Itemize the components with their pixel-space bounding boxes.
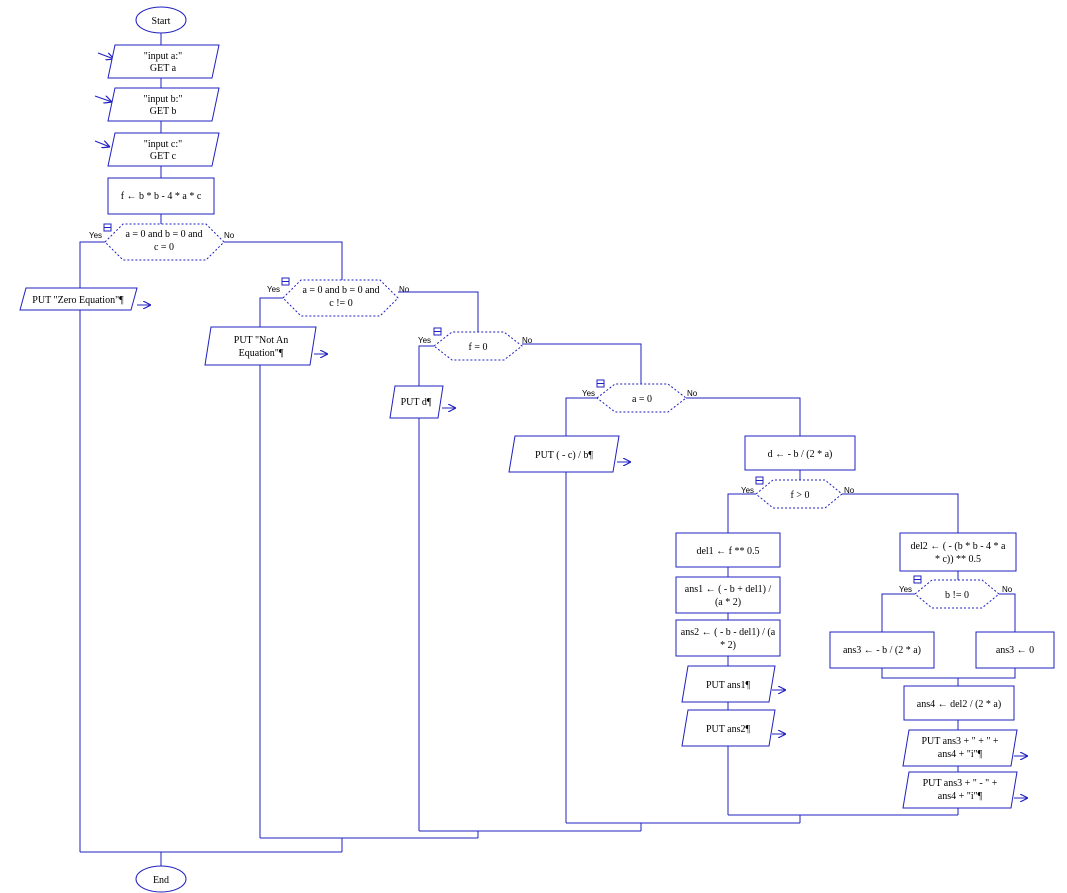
decision-1-no: No bbox=[224, 231, 235, 240]
decision-2-yes: Yes bbox=[267, 285, 280, 294]
input-c-get: GET c bbox=[150, 151, 177, 162]
end-label: End bbox=[153, 875, 169, 886]
output-ans2-text: PUT ans2¶ bbox=[706, 724, 751, 735]
decision-5-connectors bbox=[727, 493, 959, 533]
output-d-text: PUT d¶ bbox=[401, 397, 432, 408]
input-a-get: GET a bbox=[150, 63, 177, 74]
input-b-get: GET b bbox=[150, 106, 177, 117]
decision-1-line1: a = 0 and b = 0 and bbox=[125, 229, 202, 240]
output-zero-text: PUT "Zero Equation"¶ bbox=[32, 295, 124, 306]
decision-1: a = 0 and b = 0 and c = 0 Yes No bbox=[89, 223, 235, 261]
output-not-an-equation: PUT "Not An Equation"¶ bbox=[204, 326, 328, 838]
assign-d-text: d ← - b / (2 * a) bbox=[768, 449, 833, 460]
input-b: "input b:" GET b bbox=[107, 87, 220, 122]
decision-1-connectors bbox=[79, 241, 343, 288]
decision-6-yes: Yes bbox=[899, 585, 912, 594]
assign-ans1-line1: ans1 ← ( - b + del1) / bbox=[685, 584, 772, 595]
assign-ans4: ans4 ← del2 / (2 * a) bbox=[903, 685, 1015, 730]
decision-2-connectors bbox=[259, 291, 479, 332]
merge-connectors bbox=[80, 814, 958, 866]
start-terminal: Start bbox=[135, 6, 187, 34]
decision-4-yes: Yes bbox=[582, 389, 595, 398]
decision-3-text: f = 0 bbox=[469, 342, 488, 353]
output-ans1: PUT ans1¶ bbox=[681, 665, 786, 710]
decision-4: a = 0 Yes No bbox=[582, 379, 698, 413]
input-b-prompt: "input b:" bbox=[144, 94, 183, 105]
output-ans2: PUT ans2¶ bbox=[681, 709, 786, 815]
assign-ans4-text: ans4 ← del2 / (2 * a) bbox=[917, 699, 1001, 710]
decision-2-line2: c != 0 bbox=[329, 298, 352, 309]
assign-ans3-no: ans3 ← 0 bbox=[958, 631, 1055, 679]
decision-5-no: No bbox=[844, 486, 855, 495]
output-notan-line2: Equation"¶ bbox=[239, 348, 284, 359]
decision-1-yes: Yes bbox=[89, 231, 102, 240]
assign-ans2: ans2 ← ( - b - del1) / (a * 2) bbox=[675, 619, 781, 666]
assign-ans3-yes-text: ans3 ← - b / (2 * a) bbox=[843, 645, 921, 656]
assign-ans2-line2: * 2) bbox=[720, 640, 736, 651]
output-minus-line2: ans4 + "i"¶ bbox=[938, 791, 983, 802]
decision-2-line1: a = 0 and b = 0 and bbox=[302, 285, 379, 296]
assign-ans1-line2: (a * 2) bbox=[715, 597, 741, 608]
assign-ans2-line1: ans2 ← ( - b - del1) / (a bbox=[681, 627, 776, 638]
output-zero-equation: PUT "Zero Equation"¶ bbox=[19, 287, 151, 852]
decision-6-no: No bbox=[1002, 585, 1013, 594]
output-plus: PUT ans3 + " + " + ans4 + "i"¶ bbox=[902, 729, 1028, 772]
decision-4-no: No bbox=[687, 389, 698, 398]
decision-2: a = 0 and b = 0 and c != 0 Yes No bbox=[267, 277, 410, 317]
output-plus-line2: ans4 + "i"¶ bbox=[938, 749, 983, 760]
assign-ans1: ans1 ← ( - b + del1) / (a * 2) bbox=[675, 576, 781, 620]
decision-3-connectors bbox=[418, 343, 642, 386]
assign-ans3-yes: ans3 ← - b / (2 * a) bbox=[829, 631, 959, 686]
decision-5-text: f > 0 bbox=[791, 490, 810, 501]
decision-6: b != 0 Yes No bbox=[899, 575, 1013, 609]
assign-del1: del1 ← f ** 0.5 bbox=[675, 532, 781, 577]
main-connectors bbox=[94, 33, 162, 224]
decision-1-line2: c = 0 bbox=[154, 242, 174, 253]
assign-del2-line1: del2 ← ( - (b * b - 4 * a bbox=[911, 541, 1007, 552]
assign-del1-text: del1 ← f ** 0.5 bbox=[696, 546, 759, 557]
assign-del2: del2 ← ( - (b * b - 4 * a * c)) ** 0.5 bbox=[899, 532, 1017, 580]
decision-4-connectors bbox=[565, 397, 801, 436]
output-minus: PUT ans3 + " - " + ans4 + "i"¶ bbox=[902, 771, 1028, 815]
assign-ans3-no-text: ans3 ← 0 bbox=[996, 645, 1034, 656]
output-minus-line1: PUT ans3 + " - " + bbox=[923, 778, 998, 789]
input-c-prompt: "input c:" bbox=[144, 139, 182, 150]
input-a: "input a:" GET a bbox=[107, 44, 220, 79]
input-a-prompt: "input a:" bbox=[144, 51, 182, 62]
output-notan-line1: PUT "Not An bbox=[234, 335, 288, 346]
decision-6-text: b != 0 bbox=[945, 590, 969, 601]
output-d: PUT d¶ bbox=[389, 385, 456, 831]
decision-6-connectors bbox=[881, 593, 1016, 632]
output-plus-line1: PUT ans3 + " + " + bbox=[921, 736, 998, 747]
start-label: Start bbox=[152, 16, 171, 27]
decision-3: f = 0 Yes No bbox=[418, 327, 533, 361]
decision-3-yes: Yes bbox=[418, 336, 431, 345]
end-terminal: End bbox=[135, 865, 187, 893]
decision-4-text: a = 0 bbox=[632, 394, 652, 405]
decision-5-yes: Yes bbox=[741, 486, 754, 495]
input-c: "input c:" GET c bbox=[107, 132, 220, 167]
decision-2-no: No bbox=[399, 285, 410, 294]
output-cb-text: PUT ( - c) / b¶ bbox=[535, 450, 593, 461]
decision-5: f > 0 Yes No bbox=[741, 476, 855, 509]
assign-f: f ← b * b - 4 * a * c bbox=[107, 177, 215, 215]
assign-del2-line2: * c)) ** 0.5 bbox=[935, 554, 981, 565]
output-ans1-text: PUT ans1¶ bbox=[706, 680, 751, 691]
assign-f-text: f ← b * b - 4 * a * c bbox=[121, 191, 202, 202]
assign-d: d ← - b / (2 * a) bbox=[744, 435, 856, 480]
decision-3-no: No bbox=[522, 336, 533, 345]
output-neg-c-over-b: PUT ( - c) / b¶ bbox=[508, 435, 631, 823]
